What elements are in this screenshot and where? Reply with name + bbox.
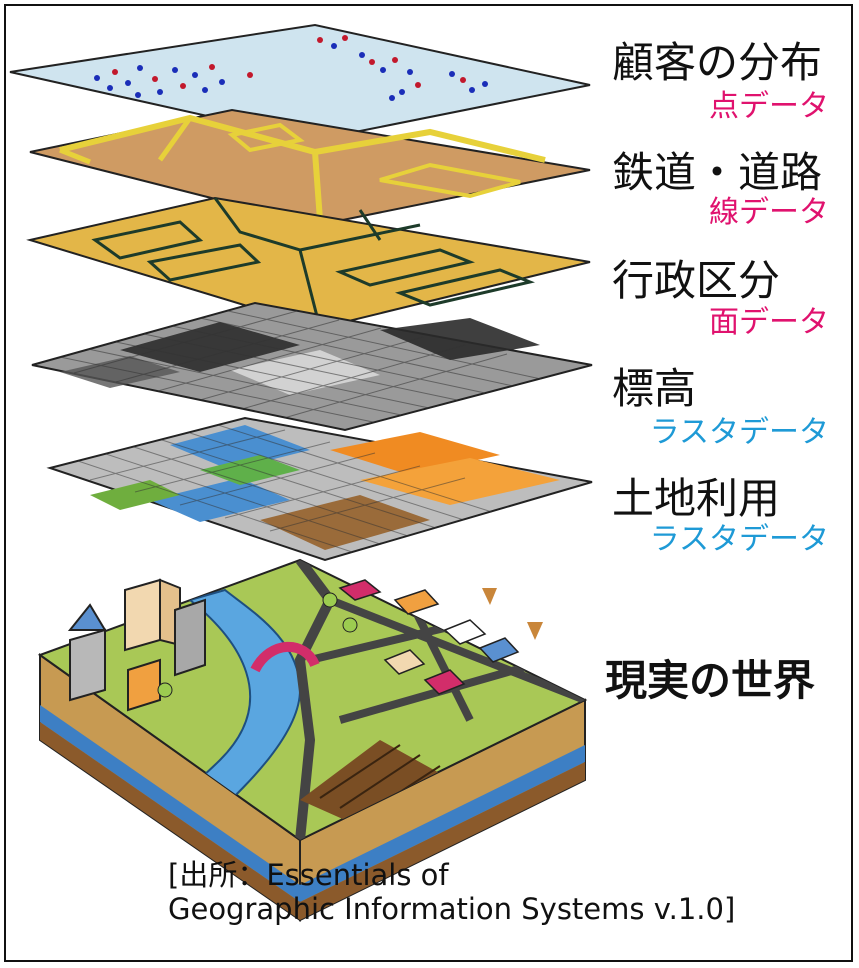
layer-type-landuse: ラスタデータ xyxy=(649,522,829,557)
city-buildings xyxy=(67,578,520,712)
real-world-label: 現実の世界 xyxy=(605,656,816,705)
layer-name-landuse: 土地利用 xyxy=(612,474,781,523)
layer-type-roads: 線データ xyxy=(709,195,829,230)
layer-type-admin: 面データ xyxy=(709,305,829,340)
layer-type-customers: 点データ xyxy=(709,89,829,124)
customer-point-markers xyxy=(94,35,488,101)
layer-name-elevation: 標高 xyxy=(612,364,697,413)
layer-name-roads: 鉄道・道路 xyxy=(612,148,823,197)
layer-elevation-raster xyxy=(31,301,593,432)
real-world-block xyxy=(37,558,588,922)
layer-type-elevation: ラスタデータ xyxy=(649,415,829,450)
layer-name-customers: 顧客の分布 xyxy=(612,38,823,87)
source-line-2: Geographic Information Systems v.1.0] xyxy=(168,892,736,926)
layer-name-admin: 行政区分 xyxy=(612,256,781,305)
admin-boundary-lines xyxy=(91,197,536,329)
source-line-1: [出所：Essentials of xyxy=(168,858,449,892)
layer-admin-polygons xyxy=(26,196,591,330)
elevation-grid xyxy=(59,310,542,423)
layer-landuse-raster xyxy=(46,416,593,562)
landuse-grid xyxy=(77,424,493,553)
bridge-arch xyxy=(250,641,320,673)
trees xyxy=(157,588,543,698)
layer-road-lines xyxy=(29,108,591,227)
